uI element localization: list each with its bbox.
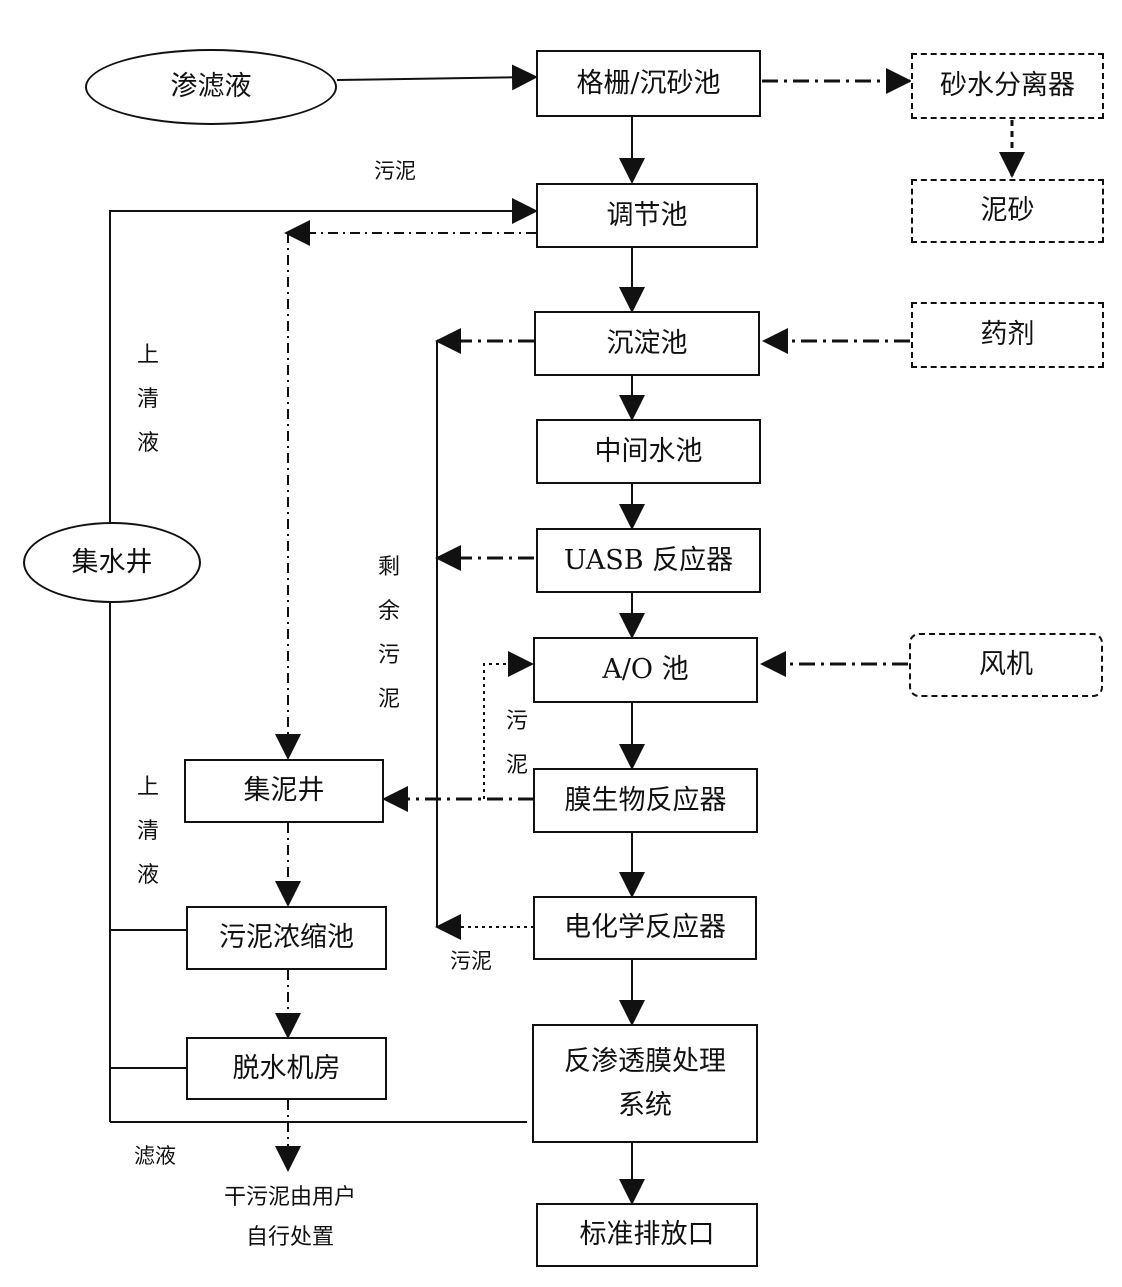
label-filtrate: 滤液 — [134, 1144, 176, 1168]
node-sludge-well-label: 集泥井 — [243, 775, 325, 806]
dry-sludge-note-1: 干污泥由用户 — [223, 1185, 356, 1210]
node-blower: 风机 — [909, 633, 1103, 697]
node-ro-label-1: 反渗透膜处理 — [564, 1045, 726, 1077]
label-sludge-electro: 污泥 — [450, 949, 492, 973]
node-intermediate-label: 中间水池 — [594, 435, 703, 467]
label-sludge-ao: 污泥 — [505, 709, 528, 778]
node-ro-label-2: 系统 — [618, 1089, 672, 1121]
dry-sludge-note: 干污泥由用户 自行处置 — [190, 1178, 390, 1258]
node-mbr: 膜生物反应器 — [533, 768, 758, 833]
label-sludge-top: 污泥 — [374, 159, 416, 183]
dry-sludge-note-2: 自行处置 — [245, 1225, 334, 1250]
node-grit: 泥砂 — [911, 179, 1104, 243]
node-discharge: 标准排放口 — [536, 1203, 758, 1267]
node-sump-label: 集水井 — [71, 546, 153, 578]
node-sedimentation-label: 沉淀池 — [606, 327, 688, 359]
node-sand-separator-label: 砂水分离器 — [940, 70, 1075, 101]
arrow-leachate-screen — [336, 64, 538, 91]
label-excess-sludge: 剩余污泥 — [377, 555, 400, 712]
node-uasb-label: UASB 反应器 — [563, 544, 734, 576]
node-electrochem: 电化学反应器 — [533, 896, 757, 960]
node-equalization-label: 调节池 — [606, 199, 688, 231]
node-sedimentation: 沉淀池 — [534, 311, 760, 376]
node-discharge-label: 标准排放口 — [579, 1219, 715, 1250]
node-grit-label: 泥砂 — [980, 195, 1035, 226]
node-thickener: 污泥浓缩池 — [186, 906, 387, 970]
node-dewatering: 脱水机房 — [186, 1037, 387, 1100]
label-supernatant-lower: 上清液 — [136, 775, 159, 888]
node-ao: A/O 池 — [533, 637, 758, 703]
node-sump: 集水井 — [23, 522, 201, 603]
node-dewatering-label: 脱水机房 — [232, 1052, 341, 1084]
node-equalization: 调节池 — [536, 183, 758, 248]
node-leachate: 渗滤液 — [85, 49, 337, 125]
line-supernatant-return — [109, 198, 538, 522]
node-reagent-label: 药剂 — [980, 319, 1035, 350]
label-supernatant-upper: 上清液 — [136, 343, 159, 456]
node-uasb: UASB 反应器 — [536, 528, 761, 593]
node-ao-label: A/O 池 — [602, 654, 689, 685]
node-blower-label: 风机 — [979, 649, 1033, 680]
node-mbr-label: 膜生物反应器 — [564, 784, 727, 816]
node-thickener-label: 污泥浓缩池 — [219, 922, 354, 953]
node-screen-grit-label: 格栅/沉砂池 — [576, 67, 721, 99]
node-reagent: 药剂 — [911, 302, 1104, 368]
node-ro: 反渗透膜处理 系统 — [532, 1024, 758, 1143]
arrow-sludge-return-ao — [483, 651, 534, 799]
node-screen-grit: 格栅/沉砂池 — [536, 50, 761, 117]
node-electrochem-label: 电化学反应器 — [564, 912, 726, 943]
node-intermediate: 中间水池 — [536, 419, 761, 484]
node-sludge-well: 集泥井 — [184, 759, 384, 823]
node-leachate-label: 渗滤液 — [170, 71, 252, 102]
node-sand-separator: 砂水分离器 — [911, 53, 1104, 119]
